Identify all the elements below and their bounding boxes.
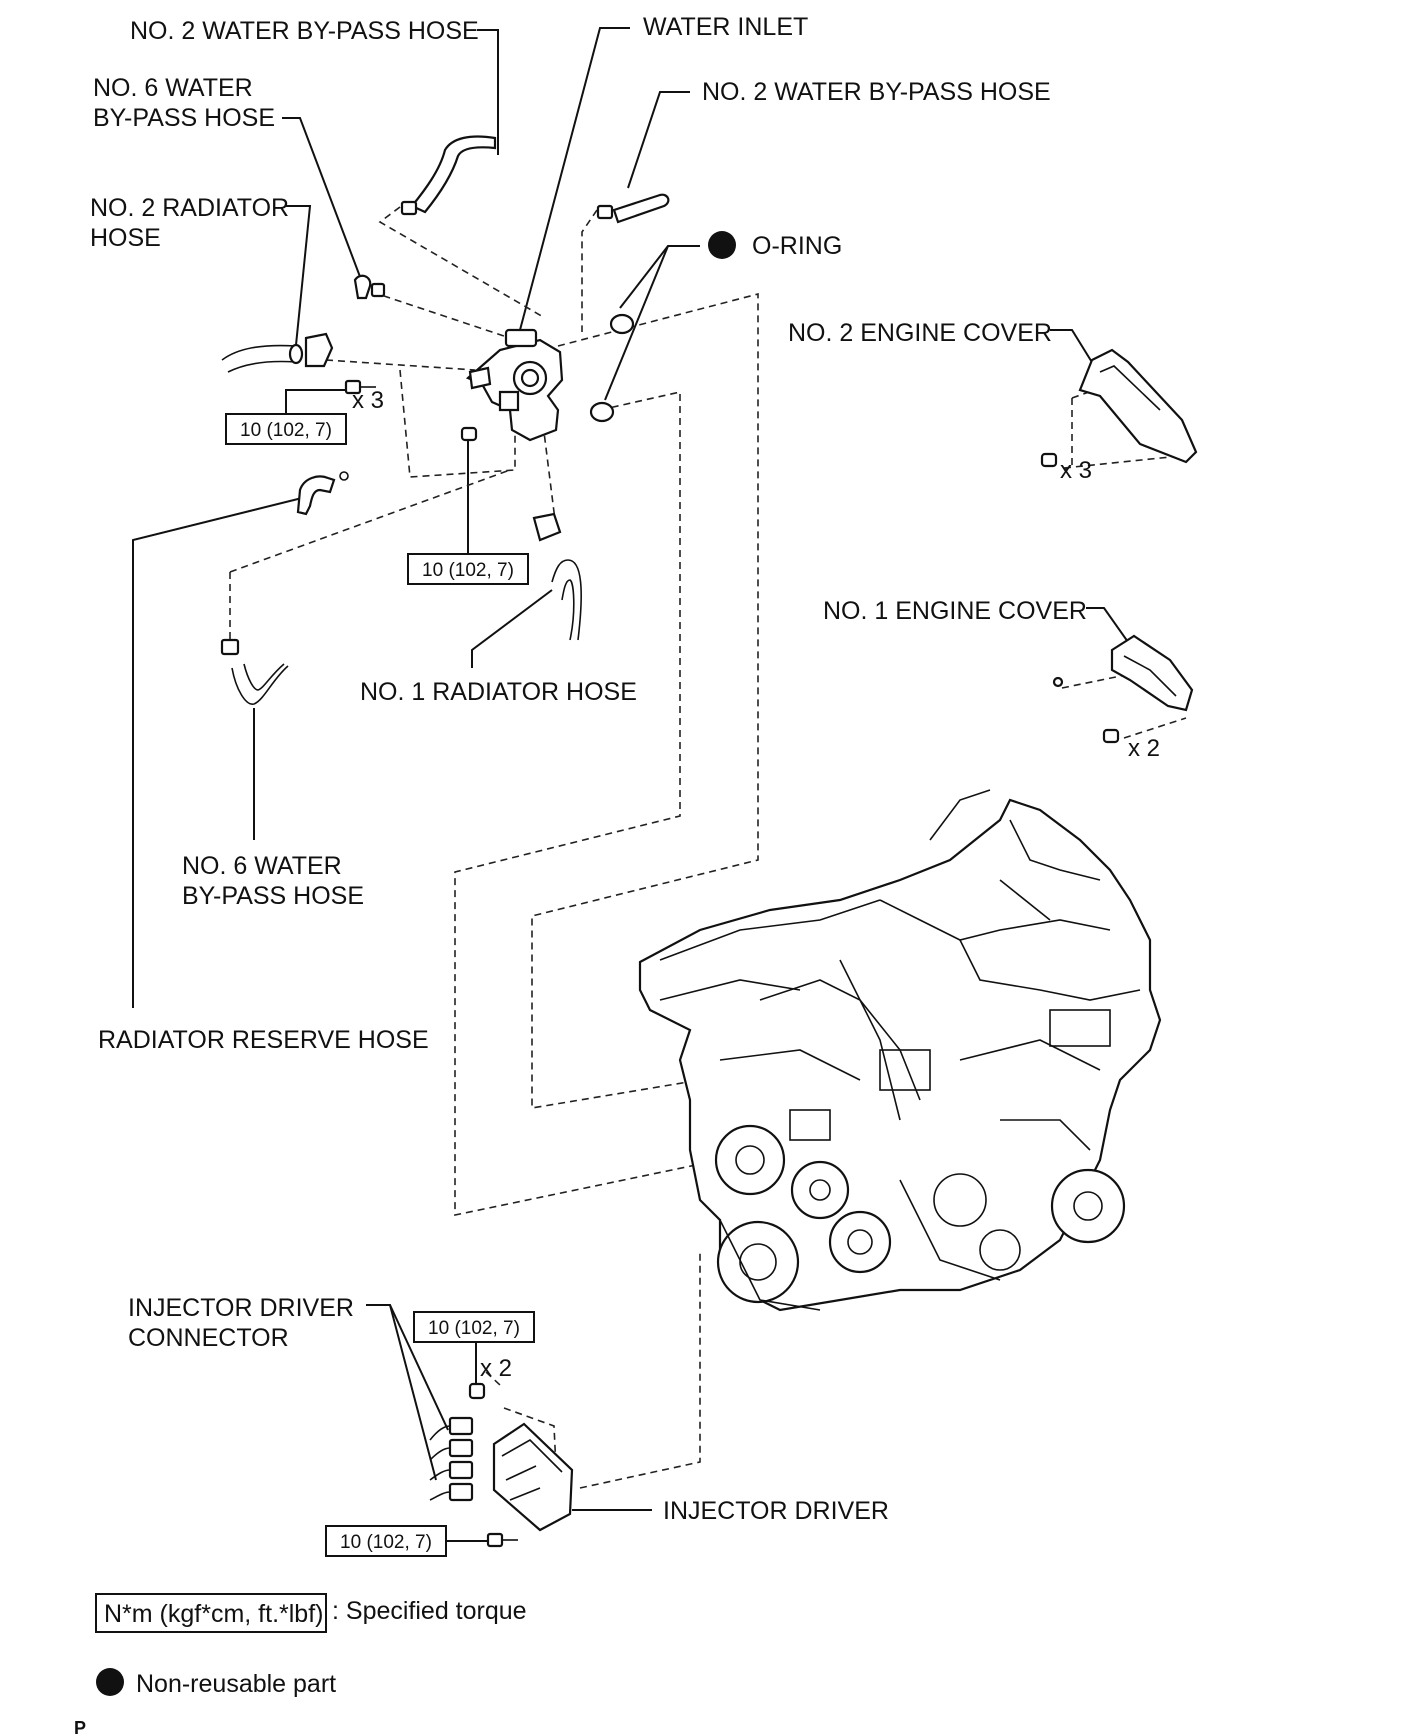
water-inlet-bolt bbox=[344, 379, 376, 395]
label-no1-radiator-hose: NO. 1 RADIATOR HOSE bbox=[360, 678, 637, 706]
no2-engine-cover bbox=[1040, 348, 1198, 468]
qty-injector-driver-nuts: x 2 bbox=[480, 1355, 512, 1382]
engine-assembly bbox=[638, 789, 1162, 1312]
legend-torque-desc: : Specified torque bbox=[332, 1597, 527, 1625]
water-inlet-part bbox=[465, 328, 564, 442]
no1-engine-cover bbox=[1052, 634, 1194, 744]
injector-driver-connector bbox=[429, 1416, 474, 1502]
o-ring-lower bbox=[589, 401, 615, 423]
torque-value: 10 (102, 7) bbox=[422, 560, 514, 581]
injector-driver-part bbox=[468, 1382, 574, 1548]
no1-radiator-hose-clamp bbox=[532, 512, 562, 542]
label-no2-engine-cover: NO. 2 ENGINE COVER bbox=[788, 319, 1052, 347]
legend-torque-unit: N*m (kgf*cm, ft.*lbf) bbox=[104, 1600, 323, 1628]
no6-water-bypass-hose-top bbox=[353, 274, 386, 300]
label-no1-engine-cover: NO. 1 ENGINE COVER bbox=[823, 597, 1087, 625]
label-no6-water-bypass-hose-bottom-line1: NO. 6 WATER bbox=[182, 852, 342, 880]
label-radiator-reserve-hose: RADIATOR RESERVE HOSE bbox=[98, 1026, 429, 1054]
no2-water-bypass-hose-top bbox=[400, 135, 497, 216]
o-ring-nonreusable-bullet bbox=[708, 231, 736, 259]
o-ring-upper bbox=[609, 313, 635, 335]
water-inlet-nut bbox=[460, 426, 478, 442]
label-injector-driver-connector-line1: INJECTOR DRIVER bbox=[128, 1294, 354, 1322]
label-injector-driver-connector-line2: CONNECTOR bbox=[128, 1324, 289, 1352]
footer-code: P bbox=[74, 1718, 86, 1734]
label-no2-water-bypass-hose-top: NO. 2 WATER BY-PASS HOSE bbox=[130, 17, 479, 45]
no1-radiator-hose bbox=[551, 559, 582, 641]
torque-box-water-inlet-bolts: 10 (102, 7) bbox=[225, 413, 347, 445]
label-no6-water-bypass-hose-top-line1: NO. 6 WATER bbox=[93, 74, 253, 102]
label-o-ring: O-RING bbox=[752, 232, 842, 260]
no6-water-bypass-hose-bottom bbox=[220, 638, 289, 705]
nonreusable-legend-bullet bbox=[96, 1668, 124, 1696]
leader-lines bbox=[132, 27, 1129, 1542]
qty-no2-engine-cover-nuts: x 3 bbox=[1060, 457, 1092, 484]
label-no6-water-bypass-hose-top-line2: BY-PASS HOSE bbox=[93, 104, 275, 132]
torque-value: 10 (102, 7) bbox=[240, 420, 332, 441]
label-no6-water-bypass-hose-bottom-line2: BY-PASS HOSE bbox=[182, 882, 364, 910]
qty-water-inlet-bolts: x 3 bbox=[352, 387, 384, 414]
legend-torque: N*m (kgf*cm, ft.*lbf) : Specified torque bbox=[95, 1593, 527, 1633]
radiator-reserve-hose bbox=[296, 471, 349, 516]
no2-water-bypass-hose-right bbox=[596, 193, 670, 224]
torque-box-injector-driver-bolt: 10 (102, 7) bbox=[325, 1525, 447, 1557]
label-no2-radiator-hose-line2: HOSE bbox=[90, 224, 161, 252]
label-water-inlet: WATER INLET bbox=[643, 13, 808, 41]
no2-radiator-hose bbox=[221, 332, 334, 373]
label-no2-water-bypass-hose-right: NO. 2 WATER BY-PASS HOSE bbox=[702, 78, 1051, 106]
alignment-dashes bbox=[229, 206, 1187, 1511]
torque-value: 10 (102, 7) bbox=[428, 1318, 520, 1339]
torque-box-injector-driver-nuts: 10 (102, 7) bbox=[413, 1311, 535, 1343]
torque-box-water-inlet-nut: 10 (102, 7) bbox=[407, 553, 529, 585]
label-no2-radiator-hose-line1: NO. 2 RADIATOR bbox=[90, 194, 289, 222]
label-injector-driver: INJECTOR DRIVER bbox=[663, 1497, 889, 1525]
torque-value: 10 (102, 7) bbox=[340, 1532, 432, 1553]
legend-nonreusable-desc: Non-reusable part bbox=[136, 1670, 336, 1698]
qty-no1-engine-cover-nuts: x 2 bbox=[1128, 735, 1160, 762]
